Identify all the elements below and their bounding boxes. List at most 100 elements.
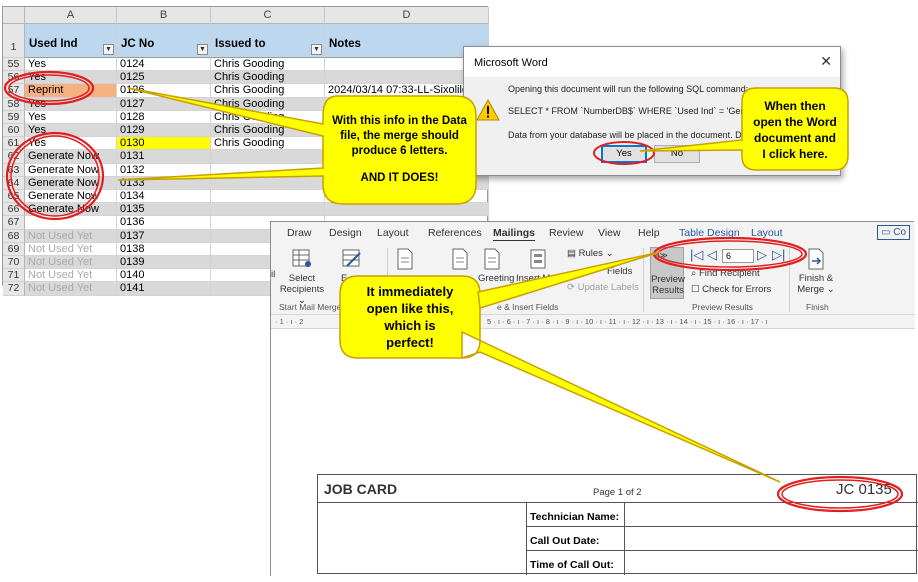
cell-used-ind[interactable]: Not Used Yet: [25, 256, 117, 270]
row-number[interactable]: 67: [3, 216, 25, 230]
cell-used-ind[interactable]: Generate Now: [25, 163, 117, 177]
tab-table-design[interactable]: Table Design: [679, 227, 740, 239]
cell-issued-to[interactable]: Chris Gooding: [211, 137, 325, 151]
cell-jc-no[interactable]: 0139: [117, 256, 211, 270]
cell-jc-no[interactable]: 0135: [117, 203, 211, 217]
tab-mailings[interactable]: Mailings: [493, 227, 536, 239]
cell-jc-no[interactable]: 0132: [117, 163, 211, 177]
cell-used-ind[interactable]: Yes: [25, 71, 117, 85]
cell-jc-no[interactable]: 0133: [117, 176, 211, 190]
column-header-d[interactable]: D: [325, 7, 489, 24]
cell-jc-no[interactable]: 0136: [117, 216, 211, 230]
row-number[interactable]: 57: [3, 84, 25, 98]
previous-record-icon[interactable]: ◁: [707, 247, 717, 262]
cell-jc-no[interactable]: 0140: [117, 269, 211, 283]
cell-notes[interactable]: [325, 203, 489, 217]
tab-design[interactable]: Design: [329, 227, 362, 239]
tab-table-layout[interactable]: Layout: [751, 227, 783, 239]
column-header-c[interactable]: C: [211, 7, 325, 24]
cell-issued-to[interactable]: Chris Gooding: [211, 110, 325, 124]
letters-button-cut[interactable]: il: [271, 269, 276, 280]
cell-used-ind[interactable]: Yes: [25, 110, 117, 124]
tab-draw[interactable]: Draw: [287, 227, 312, 239]
cell-used-ind[interactable]: [25, 216, 117, 230]
row-number[interactable]: 66: [3, 203, 25, 217]
row-number[interactable]: 71: [3, 269, 25, 283]
cell-used-ind[interactable]: Not Used Yet: [25, 229, 117, 243]
cell-issued-to[interactable]: [211, 203, 325, 217]
row-number[interactable]: 64: [3, 176, 25, 190]
cell-used-ind[interactable]: Reprint: [25, 84, 117, 98]
cell-used-ind[interactable]: Generate Now: [25, 203, 117, 217]
cell-used-ind[interactable]: Not Used Yet: [25, 242, 117, 256]
sheet-corner[interactable]: [3, 7, 25, 24]
next-record-icon[interactable]: ▷: [757, 247, 767, 262]
comments-button[interactable]: ▭ Co: [877, 225, 911, 240]
preview-results-button[interactable]: «≫ Preview Results: [650, 247, 685, 299]
cell-issued-to[interactable]: [211, 176, 325, 190]
filter-dropdown-icon[interactable]: ▼: [103, 44, 114, 55]
cell-notes[interactable]: [325, 190, 489, 204]
cell-used-ind[interactable]: Yes: [25, 97, 117, 111]
filter-dropdown-icon[interactable]: ▼: [311, 44, 322, 55]
tab-references[interactable]: References: [428, 227, 482, 239]
cell-issued-to[interactable]: [211, 163, 325, 177]
cell-used-ind[interactable]: Yes: [25, 137, 117, 151]
yes-button[interactable]: Yes: [601, 145, 647, 163]
cell-used-ind[interactable]: Generate Now: [25, 190, 117, 204]
cell-jc-no[interactable]: 0138: [117, 242, 211, 256]
cell-used-ind[interactable]: Yes: [25, 124, 117, 138]
cell-jc-no[interactable]: 0124: [117, 58, 211, 72]
cell-jc-no[interactable]: 0130: [117, 137, 211, 151]
tab-review[interactable]: Review: [549, 227, 584, 239]
cell-jc-no[interactable]: 0134: [117, 190, 211, 204]
column-header-b[interactable]: B: [117, 7, 211, 24]
close-icon[interactable]: ✕: [820, 53, 832, 69]
insert-merge-field-button[interactable]: Insert M: [516, 273, 551, 284]
greeting-line-button[interactable]: Greeting: [478, 273, 515, 284]
cell-issued-to[interactable]: Chris Gooding: [211, 71, 325, 85]
cell-jc-no[interactable]: 0129: [117, 124, 211, 138]
first-record-icon[interactable]: |◁: [690, 247, 704, 262]
row-number[interactable]: 61: [3, 137, 25, 151]
cell-issued-to[interactable]: [211, 150, 325, 164]
cell-issued-to[interactable]: Chris Gooding: [211, 84, 325, 98]
row-number[interactable]: 60: [3, 124, 25, 138]
finish-merge-button[interactable]: Finish & Merge ⌄: [793, 273, 839, 295]
last-record-icon[interactable]: ▷|: [772, 247, 786, 262]
cell-jc-no[interactable]: 0126: [117, 84, 211, 98]
select-recipients-button[interactable]: Select Recipients ⌄: [279, 273, 325, 306]
row-number[interactable]: 62: [3, 150, 25, 164]
row-number[interactable]: 65: [3, 190, 25, 204]
column-header-a[interactable]: A: [25, 7, 117, 24]
row-number[interactable]: 63: [3, 163, 25, 177]
row-number[interactable]: 58: [3, 97, 25, 111]
cell-used-ind[interactable]: Generate Now: [25, 150, 117, 164]
cell-issued-to[interactable]: Chris Gooding: [211, 124, 325, 138]
cell-jc-no[interactable]: 0128: [117, 110, 211, 124]
record-number-input[interactable]: 6: [722, 249, 754, 263]
no-button[interactable]: No: [654, 145, 700, 163]
filter-dropdown-icon[interactable]: ▼: [197, 44, 208, 55]
row-number[interactable]: 68: [3, 229, 25, 243]
update-labels-button[interactable]: ⟳ Update Labels: [567, 282, 639, 293]
cell-jc-no[interactable]: 0127: [117, 97, 211, 111]
row-number[interactable]: 70: [3, 256, 25, 270]
cell-jc-no[interactable]: 0141: [117, 282, 211, 296]
row-number[interactable]: 55: [3, 58, 25, 72]
cell-issued-to[interactable]: Chris Gooding: [211, 58, 325, 72]
cell-used-ind[interactable]: Not Used Yet: [25, 269, 117, 283]
tab-help[interactable]: Help: [638, 227, 660, 239]
tab-view[interactable]: View: [598, 227, 621, 239]
row-number[interactable]: 1: [3, 24, 25, 58]
match-fields-button[interactable]: Fields: [607, 266, 633, 277]
cell-jc-no[interactable]: 0125: [117, 71, 211, 85]
tab-layout[interactable]: Layout: [377, 227, 409, 239]
rules-button[interactable]: ▤ Rules ⌄: [567, 248, 614, 259]
row-number[interactable]: 56: [3, 71, 25, 85]
cell-used-ind[interactable]: Generate Now: [25, 176, 117, 190]
cell-jc-no[interactable]: 0131: [117, 150, 211, 164]
cell-used-ind[interactable]: Not Used Yet: [25, 282, 117, 296]
cell-used-ind[interactable]: Yes: [25, 58, 117, 72]
cell-issued-to[interactable]: Chris Gooding: [211, 97, 325, 111]
